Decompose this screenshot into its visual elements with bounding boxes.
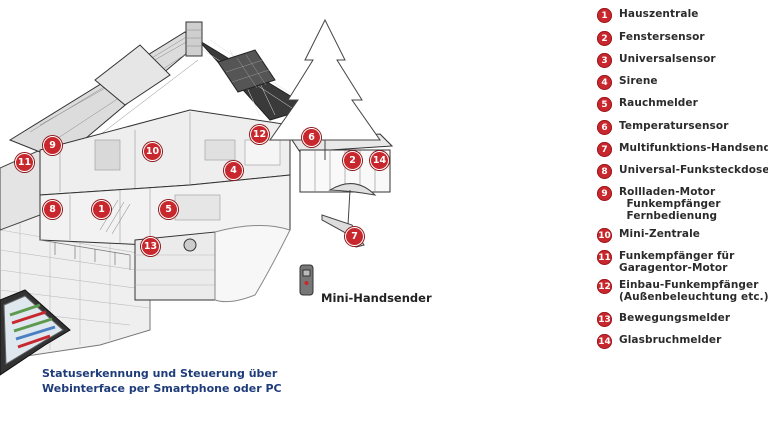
- legend-item-1: 1 Hauszentrale: [597, 8, 699, 23]
- legend-number-1: 1: [597, 8, 612, 23]
- legend-item-7: 7 Multifunktions-Handsender: [597, 142, 768, 157]
- legend-label-2: Fenstersensor: [619, 31, 705, 43]
- legend-number-3: 3: [597, 53, 612, 68]
- house-marker-12: 12: [250, 125, 269, 144]
- legend-item-12: 12 Einbau-Funkempfänger (Außenbeleuchtung…: [597, 279, 768, 303]
- smartphone-device: [0, 289, 71, 376]
- legend-item-14: 14 Glasbruchmelder: [597, 334, 721, 349]
- tree: [269, 18, 381, 160]
- legend-number-7: 7: [597, 142, 612, 157]
- garden: [214, 224, 291, 303]
- legend-number-5: 5: [597, 97, 612, 112]
- legend-number-9: 9: [597, 186, 612, 201]
- legend-label-13: Bewegungsmelder: [619, 312, 731, 324]
- legend-label-9: Rollladen-Motor Funkempfänger Fernbedien…: [619, 186, 721, 222]
- legend-number-2: 2: [597, 31, 612, 46]
- legend-item-5: 5 Rauchmelder: [597, 97, 698, 112]
- house-marker-6: 6: [302, 128, 321, 147]
- legend-label-14: Glasbruchmelder: [619, 334, 722, 346]
- smartphone-caption: Statuserkennung und Steuerung über Webin…: [42, 367, 282, 395]
- legend-label-6: Temperatursensor: [619, 120, 729, 132]
- legend-number-13: 13: [597, 312, 612, 327]
- house-marker-1: 1: [92, 200, 111, 219]
- legend-number-14: 14: [597, 334, 612, 349]
- legend-label-3: Universalsensor: [619, 53, 716, 65]
- legend-item-13: 13 Bewegungsmelder: [597, 312, 730, 327]
- dormer: [94, 44, 171, 106]
- legend-number-8: 8: [597, 164, 612, 179]
- legend-number-12: 12: [597, 279, 612, 294]
- house-marker-13: 13: [141, 237, 160, 256]
- legend-label-7: Multifunktions-Handsender: [619, 142, 768, 154]
- legend-number-6: 6: [597, 120, 612, 135]
- house-marker-14: 14: [370, 151, 389, 170]
- legend-item-8: 8 Universal-Funksteckdose: [597, 164, 768, 179]
- legend-label-10: Mini-Zentrale: [619, 228, 700, 240]
- house-marker-11: 11: [15, 153, 34, 172]
- house-marker-9: 9: [43, 136, 62, 155]
- legend-item-9: 9 Rollladen-Motor Funkempfänger Fernbedie…: [597, 186, 721, 222]
- house-marker-4: 4: [224, 161, 243, 180]
- legend-number-10: 10: [597, 228, 612, 243]
- legend-item-3: 3 Universalsensor: [597, 53, 716, 68]
- legend-label-4: Sirene: [619, 75, 658, 87]
- legend-item-2: 2 Fenstersensor: [597, 31, 705, 46]
- legend-label-8: Universal-Funksteckdose: [619, 164, 768, 176]
- house-marker-7: 7: [345, 227, 364, 246]
- house-marker-8: 8: [43, 200, 62, 219]
- chimney: [185, 21, 203, 57]
- house-marker-10: 10: [143, 142, 162, 161]
- legend-label-11: Funkempfänger für Garagentor-Motor: [619, 250, 735, 274]
- legend-label-12: Einbau-Funkempfänger (Außenbeleuchtung e…: [619, 279, 768, 303]
- legend-number-4: 4: [597, 75, 612, 90]
- house-marker-5: 5: [159, 200, 178, 219]
- legend-item-6: 6 Temperatursensor: [597, 120, 729, 135]
- legend-item-11: 11 Funkempfänger für Garagentor-Motor: [597, 250, 734, 274]
- legend-item-10: 10 Mini-Zentrale: [597, 228, 700, 243]
- patio-umbrella: [328, 183, 377, 226]
- legend-label-5: Rauchmelder: [619, 97, 698, 109]
- legend-label-1: Hauszentrale: [619, 8, 699, 20]
- mini-handsender-device: [299, 264, 314, 296]
- legend-number-11: 11: [597, 250, 612, 265]
- legend-item-4: 4 Sirene: [597, 75, 658, 90]
- house-marker-2: 2: [343, 151, 362, 170]
- mini-handsender-label: Mini-Handsender: [321, 291, 432, 305]
